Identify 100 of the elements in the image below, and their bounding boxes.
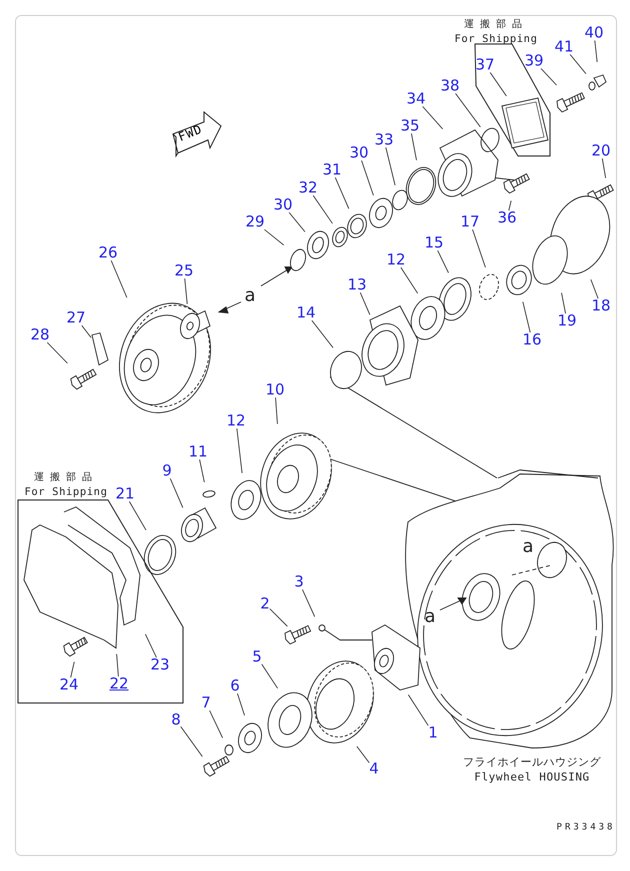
frame-heading: 運搬部品	[464, 20, 528, 30]
reference-letter: a	[424, 608, 436, 626]
callout-number: 17	[460, 214, 480, 230]
leader-line	[199, 459, 205, 483]
leader-line	[594, 40, 598, 62]
callout-number: 12	[386, 252, 406, 268]
callout-number: 39	[524, 54, 544, 68]
leader-line	[180, 726, 203, 757]
callout-number: 11	[188, 444, 208, 460]
leader-line	[264, 229, 284, 246]
leader-line	[570, 54, 586, 74]
callout-number: 28	[30, 328, 50, 342]
callout-number: 23	[150, 658, 170, 672]
callout-number: 15	[424, 236, 444, 250]
leader-line	[170, 478, 184, 508]
callout-number: 13	[347, 278, 367, 292]
callout-number: 12	[226, 414, 246, 428]
callout-number: 2	[260, 596, 270, 612]
callout-number: 30	[349, 146, 369, 160]
leader-line	[145, 634, 157, 658]
callout-number: 32	[298, 180, 318, 196]
leader-line	[361, 160, 374, 196]
callout-number: 24	[59, 678, 79, 692]
leader-line	[275, 397, 278, 424]
callout-number: 21	[115, 486, 135, 502]
callout-number: 27	[66, 310, 86, 326]
leader-line	[411, 133, 417, 161]
callout-number: 8	[171, 712, 181, 728]
leader-line	[437, 250, 449, 274]
callout-number: 26	[98, 246, 118, 260]
leader-line	[334, 177, 350, 210]
leader-line	[116, 654, 119, 677]
callout-number: 29	[245, 214, 265, 230]
reference-letter: a	[522, 538, 534, 556]
callout-number: 16	[522, 332, 542, 348]
callout-number: 3	[294, 574, 304, 590]
leader-line	[490, 72, 507, 96]
callout-number: 33	[374, 132, 394, 148]
leader-line	[385, 147, 396, 186]
forward-arrow-sign	[170, 108, 224, 160]
callout-number: 41	[554, 40, 574, 54]
callout-number: 7	[201, 696, 211, 710]
callout-number: 18	[591, 298, 611, 314]
drawing-number: PR33438	[556, 824, 616, 832]
leader-line	[261, 664, 278, 689]
callout-number: 5	[252, 650, 262, 664]
leader-line	[110, 260, 128, 298]
leader-line	[508, 200, 512, 211]
callout-number: 30	[273, 198, 293, 212]
leader-line	[602, 158, 606, 179]
callout-number: 10	[265, 382, 285, 398]
callout-number: 9	[162, 464, 172, 478]
leader-line	[128, 501, 146, 530]
leader-line	[472, 229, 486, 268]
leader-line	[288, 212, 306, 232]
callout-number: 25	[174, 264, 194, 278]
leader-line	[70, 661, 75, 678]
frame-subheading: For Shipping	[454, 34, 538, 44]
o-ring-drawing	[480, 127, 500, 153]
sign-text: FWD	[176, 122, 204, 144]
callout-number: 31	[322, 162, 342, 178]
leader-line	[312, 195, 333, 224]
part-name: Flywheel HOUSING	[474, 772, 590, 782]
callout-number: 1	[428, 726, 438, 740]
leader-line	[269, 608, 288, 627]
callout-number: 37	[475, 58, 495, 72]
callout-number: 35	[400, 118, 420, 134]
callout-number: 4	[369, 762, 379, 776]
leader-line	[422, 106, 444, 130]
callout-number: 6	[230, 678, 240, 694]
leader-line	[302, 589, 316, 618]
frame-subheading: For Shipping	[24, 487, 108, 498]
reference-letter: a	[244, 287, 256, 305]
leader-line	[455, 93, 481, 128]
part-name: フライホイールハウジング	[463, 756, 601, 768]
frame-heading: 運搬部品	[34, 473, 98, 483]
leader-line	[408, 694, 429, 726]
leader-line	[184, 278, 188, 304]
leader-line	[540, 68, 557, 86]
leader-line	[360, 292, 370, 316]
leader-line	[356, 746, 370, 764]
leader-line	[590, 279, 599, 299]
leader-line	[561, 292, 566, 314]
callout-number: 19	[557, 314, 577, 328]
leader-line	[522, 301, 531, 333]
callout-number: 40	[584, 26, 604, 40]
leader-line	[400, 267, 418, 294]
leader-line	[311, 320, 334, 348]
leader-line	[237, 693, 245, 716]
callout-number: 36	[497, 210, 517, 226]
callout-number: 34	[406, 92, 426, 106]
leader-line	[81, 325, 92, 338]
cover-plate-drawing	[500, 96, 550, 150]
callout-number: 38	[440, 78, 460, 94]
callout-number: 22	[109, 676, 129, 692]
leader-line	[236, 428, 242, 474]
callout-number: 14	[296, 306, 316, 320]
leader-line	[209, 710, 223, 738]
callout-number: 20	[591, 144, 611, 158]
leader-line	[46, 342, 68, 364]
